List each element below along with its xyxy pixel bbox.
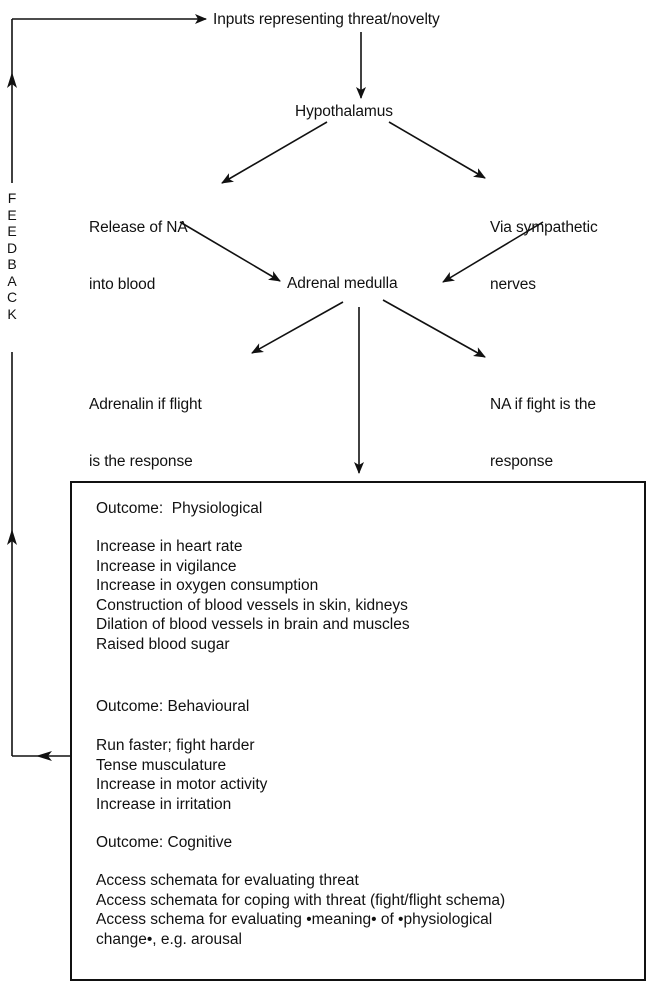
- arrow-sympathetic-to-adrenal: [442, 221, 544, 283]
- list-item: Raised blood sugar: [96, 635, 230, 653]
- feedback-letter: E: [7, 223, 17, 239]
- node-inputs: Inputs representing threat/novelty: [213, 11, 440, 28]
- node-na-fight: NA if fight is the response: [490, 357, 596, 490]
- node-sympathetic: Via sympathetic nerves: [490, 180, 598, 313]
- arrow-hypothalamus-to-release-na: [221, 121, 328, 184]
- outcome-cognitive-title: Outcome: Cognitive: [96, 834, 233, 851]
- list-item: Run faster; fight harder: [96, 737, 255, 754]
- arrow-hypothalamus-to-sympathetic: [388, 121, 486, 179]
- feedback-arrowhead-left: [36, 751, 52, 761]
- node-adrenalin: Adrenalin if flight is the response: [89, 357, 202, 490]
- outcome-physiological-title: Outcome: Physiological: [96, 500, 263, 517]
- node-adrenalin-line-2: is the response: [89, 453, 193, 470]
- node-release-na-line-2: into blood: [89, 276, 156, 293]
- list-item: Increase in heart rate: [96, 538, 243, 555]
- feedback-label: F E E D B A C K: [5, 190, 19, 322]
- outcome-physiological-list: Increase in heart rate Increase in vigil…: [96, 537, 410, 654]
- outcome-behavioural-list: Run faster; fight harder Tense musculatu…: [96, 736, 267, 814]
- list-item: Access schemata for evaluating threat: [96, 872, 359, 889]
- node-sympathetic-line-1: Via sympathetic: [490, 219, 598, 236]
- list-item: Increase in vigilance: [96, 557, 237, 575]
- feedback-arrowhead-up-lower: [7, 529, 17, 545]
- node-adrenal-medulla: Adrenal medulla: [287, 275, 398, 292]
- node-release-na-line-1: Release of NA: [89, 219, 188, 236]
- node-na-fight-line-1: NA if fight is the: [490, 396, 596, 413]
- list-item: Construction of blood vessels in skin, k…: [96, 596, 408, 614]
- arrow-adrenal-to-na-fight: [382, 299, 486, 358]
- feedback-letter: C: [6, 289, 18, 305]
- arrow-release-na-to-adrenal: [179, 221, 281, 282]
- node-release-na: Release of NA into blood: [89, 180, 188, 313]
- node-hypothalamus: Hypothalamus: [295, 103, 393, 120]
- outcome-cognitive-list: Access schemata for evaluating threat Ac…: [96, 871, 505, 949]
- list-item: Increase in oxygen consumption: [96, 577, 319, 594]
- node-na-fight-line-2: response: [490, 453, 553, 470]
- list-item: Increase in motor activity: [96, 776, 268, 793]
- feedback-letter: E: [7, 206, 17, 223]
- list-item: Access schemata for coping with threat (…: [96, 891, 506, 909]
- feedback-letter: D: [6, 239, 18, 256]
- feedback-letter: B: [7, 256, 17, 272]
- node-adrenalin-line-1: Adrenalin if flight: [89, 396, 202, 413]
- arrow-adrenal-to-adrenalin: [251, 301, 344, 354]
- feedback-letter: F: [7, 190, 17, 206]
- list-item: Access schema for evaluating •meaning• o…: [96, 911, 493, 928]
- node-sympathetic-line-2: nerves: [490, 276, 536, 293]
- list-item: Increase in irritation: [96, 795, 232, 813]
- list-item: change•, e.g. arousal: [96, 930, 242, 948]
- list-item: Dilation of blood vessels in brain and m…: [96, 616, 410, 633]
- feedback-arrowhead-up-upper: [7, 72, 17, 88]
- feedback-letter: K: [7, 305, 17, 322]
- outcome-behavioural-title: Outcome: Behavioural: [96, 698, 250, 715]
- outcomes-box: Outcome: Physiological Increase in heart…: [70, 481, 646, 981]
- list-item: Tense musculature: [96, 756, 227, 774]
- feedback-letter: A: [7, 272, 17, 289]
